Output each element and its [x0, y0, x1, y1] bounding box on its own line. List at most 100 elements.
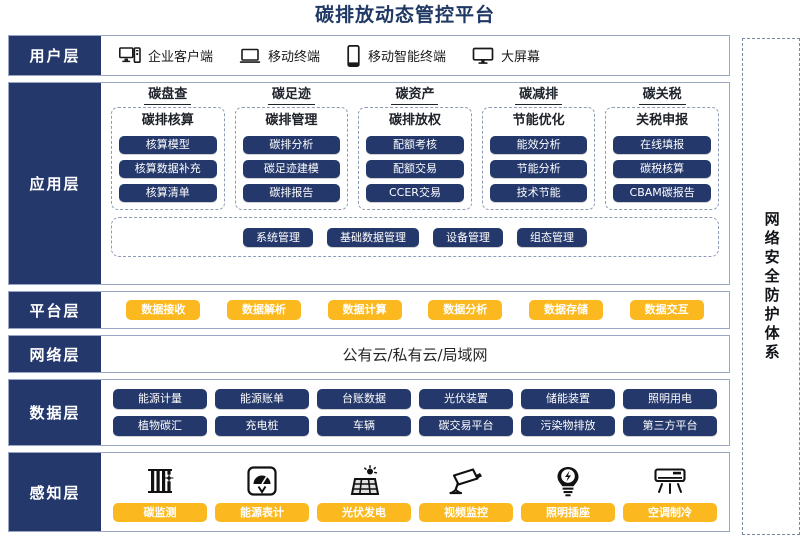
layer-application: 应用层 碳盘查 碳排核算 核算模型 核算数据补充 核算清单 碳足迹 碳排管理	[8, 82, 730, 285]
energy-meter-icon	[246, 463, 278, 499]
sense-item-energy-meter[interactable]: 能源表计	[215, 463, 309, 522]
platform-item-button[interactable]: 数据分析	[428, 300, 503, 320]
light-bulb-icon	[555, 463, 581, 499]
layer-network: 网络层 公有云/私有云/局域网	[8, 335, 730, 373]
app-item-button[interactable]: 碳排报告	[242, 184, 341, 202]
sense-item-label: 空调制冷	[623, 502, 717, 522]
app-item-button[interactable]: 在线填报	[613, 136, 711, 154]
user-item-label: 移动智能终端	[368, 50, 447, 65]
app-item-button[interactable]: 配额交易	[366, 160, 464, 178]
app-item-button[interactable]: CBAM碳报告	[613, 184, 711, 202]
layer-platform-label: 平台层	[9, 292, 101, 328]
layer-user: 用户层 企业客户端	[8, 35, 730, 76]
app-column-carbon-asset: 碳资产 碳排放权 配额考核 配额交易 CCER交易	[358, 87, 472, 210]
layer-application-body: 碳盘查 碳排核算 核算模型 核算数据补充 核算清单 碳足迹 碳排管理 碳排分析 …	[101, 83, 729, 284]
architecture-stack: 用户层 企业客户端	[8, 35, 730, 538]
data-item-button[interactable]: 能源计量	[113, 389, 207, 409]
app-column-carbon-inventory: 碳盘查 碳排核算 核算模型 核算数据补充 核算清单	[111, 87, 225, 210]
data-row-1: 能源计量 能源账单 台账数据 光伏装置 储能装置 照明用电	[113, 389, 717, 409]
data-item-button[interactable]: 污染物排放	[521, 416, 615, 436]
sense-item-video-surveillance[interactable]: 视频监控	[419, 463, 513, 522]
platform-item-button[interactable]: 数据交互	[629, 300, 704, 320]
security-system-column: 网络安全防护体系	[742, 38, 800, 535]
carbon-monitor-icon	[145, 463, 175, 499]
data-item-button[interactable]: 第三方平台	[623, 416, 717, 436]
app-box-title: 碳排核算	[141, 113, 194, 128]
app-column-box: 碳排管理 碳排分析 碳足迹建模 碳排报告	[234, 107, 349, 210]
app-item-button[interactable]: 能效分析	[489, 136, 588, 154]
app-item-button[interactable]: 核算数据补充	[119, 160, 217, 178]
management-button-configuration[interactable]: 组态管理	[517, 227, 587, 247]
layer-network-body: 公有云/私有云/局域网	[101, 336, 729, 372]
user-item-big-screen[interactable]: 大屏幕	[472, 46, 540, 65]
app-item-button[interactable]: 碳排分析	[242, 136, 341, 154]
data-item-button[interactable]: 植物碳汇	[113, 416, 207, 436]
layer-user-label: 用户层	[9, 36, 101, 75]
page-title: 碳排放动态管控平台	[314, 4, 495, 26]
data-item-button[interactable]: 照明用电	[623, 389, 717, 409]
app-box-title: 关税申报	[636, 113, 689, 128]
layer-data-body: 能源计量 能源账单 台账数据 光伏装置 储能装置 照明用电 植物碳汇 充电桩 车…	[101, 380, 729, 445]
app-item-button[interactable]: CCER交易	[366, 184, 464, 202]
data-item-button[interactable]: 充电桩	[215, 416, 309, 436]
data-item-button[interactable]: 能源账单	[215, 389, 309, 409]
network-layer-text: 公有云/私有云/局域网	[342, 345, 488, 364]
app-column-carbon-reduction: 碳减排 节能优化 能效分析 节能分析 技术节能	[481, 87, 596, 210]
platform-item-button[interactable]: 数据存储	[528, 300, 603, 320]
app-column-title: 碳盘查	[144, 87, 192, 105]
sense-item-air-conditioning[interactable]: 空调制冷	[623, 463, 717, 522]
platform-item-button[interactable]: 数据计算	[327, 300, 402, 320]
air-conditioner-icon	[653, 463, 687, 499]
data-row-2: 植物碳汇 充电桩 车辆 碳交易平台 污染物排放 第三方平台	[113, 416, 717, 436]
smartphone-icon	[346, 44, 361, 67]
data-item-button[interactable]: 储能装置	[521, 389, 615, 409]
application-management-box: 系统管理 基础数据管理 设备管理 组态管理	[111, 217, 719, 257]
sense-item-carbon-monitoring[interactable]: 碳监测	[113, 463, 207, 522]
sense-item-label: 光伏发电	[317, 502, 411, 522]
layer-data: 数据层 能源计量 能源账单 台账数据 光伏装置 储能装置 照明用电 植物碳汇 充…	[8, 379, 730, 446]
security-system-label: 网络安全防护体系	[762, 210, 781, 363]
app-column-box: 碳排放权 配额考核 配额交易 CCER交易	[358, 107, 472, 210]
app-column-title: 碳关税	[638, 87, 686, 105]
solar-panel-icon	[348, 463, 380, 499]
sense-item-label: 能源表计	[215, 502, 309, 522]
layer-platform: 平台层 数据接收 数据解析 数据计算 数据分析 数据存储 数据交互	[8, 291, 730, 329]
app-item-button[interactable]: 核算模型	[119, 136, 217, 154]
app-column-carbon-tariff: 碳关税 关税申报 在线填报 碳税核算 CBAM碳报告	[605, 87, 719, 210]
app-item-button[interactable]: 核算清单	[119, 184, 217, 202]
app-item-button[interactable]: 碳税核算	[613, 160, 711, 178]
data-item-button[interactable]: 碳交易平台	[419, 416, 513, 436]
app-column-title: 碳资产	[391, 87, 439, 105]
app-column-box: 碳排核算 核算模型 核算数据补充 核算清单	[111, 107, 225, 210]
application-columns: 碳盘查 碳排核算 核算模型 核算数据补充 核算清单 碳足迹 碳排管理 碳排分析 …	[111, 87, 719, 210]
user-item-mobile-terminal[interactable]: 移动终端	[239, 46, 320, 65]
app-item-button[interactable]: 碳足迹建模	[242, 160, 341, 178]
platform-item-button[interactable]: 数据解析	[226, 300, 301, 320]
management-button-system[interactable]: 系统管理	[243, 227, 313, 247]
laptop-icon	[239, 47, 261, 65]
layer-sensing-label: 感知层	[9, 453, 101, 531]
app-box-title: 碳排放权	[388, 113, 441, 128]
app-column-box: 节能优化 能效分析 节能分析 技术节能	[481, 107, 596, 210]
sense-item-lighting-socket[interactable]: 照明插座	[521, 463, 615, 522]
platform-item-button[interactable]: 数据接收	[126, 300, 201, 320]
user-item-enterprise-client[interactable]: 企业客户端	[119, 46, 213, 65]
management-button-base-data[interactable]: 基础数据管理	[327, 227, 419, 247]
layer-platform-body: 数据接收 数据解析 数据计算 数据分析 数据存储 数据交互	[101, 292, 729, 328]
management-button-device[interactable]: 设备管理	[433, 227, 503, 247]
layer-user-body: 企业客户端 移动终端	[101, 36, 729, 75]
data-item-button[interactable]: 台账数据	[317, 389, 411, 409]
monitor-icon	[472, 47, 494, 65]
sense-item-label: 碳监测	[113, 502, 207, 522]
data-item-button[interactable]: 车辆	[317, 416, 411, 436]
sense-item-photovoltaic[interactable]: 光伏发电	[317, 463, 411, 522]
desktop-tower-icon	[119, 46, 141, 65]
data-item-button[interactable]: 光伏装置	[419, 389, 513, 409]
user-item-label: 移动终端	[268, 50, 321, 65]
app-item-button[interactable]: 配额考核	[366, 136, 464, 154]
app-item-button[interactable]: 技术节能	[489, 184, 588, 202]
app-item-button[interactable]: 节能分析	[489, 160, 588, 178]
user-item-smart-mobile-terminal[interactable]: 移动智能终端	[346, 44, 447, 67]
app-column-title: 碳减排	[515, 87, 563, 105]
app-column-box: 关税申报 在线填报 碳税核算 CBAM碳报告	[605, 107, 719, 210]
